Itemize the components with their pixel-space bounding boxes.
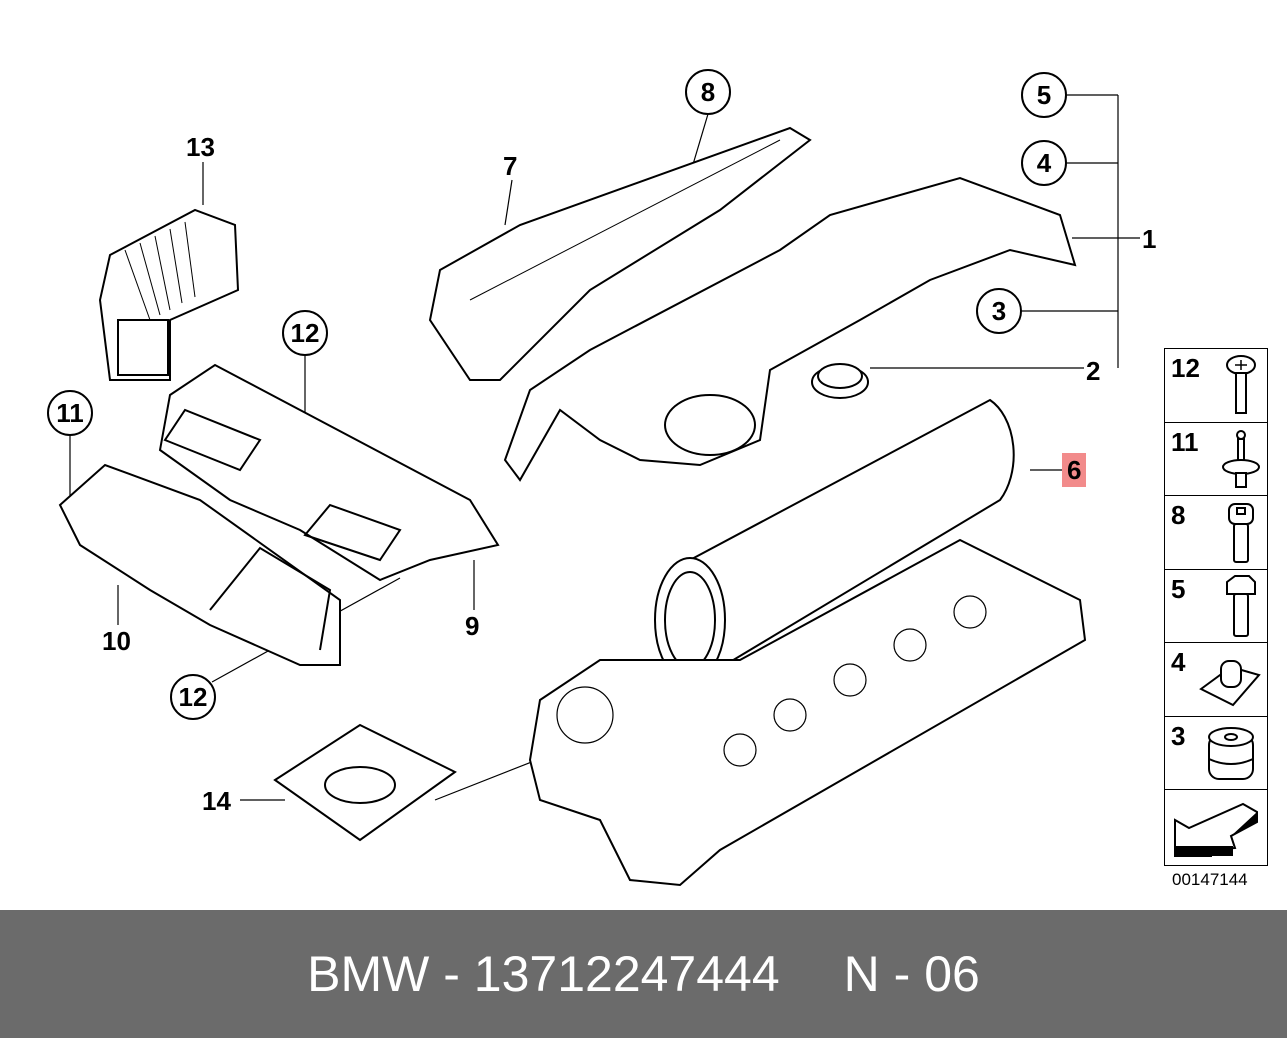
rivet-icon bbox=[1222, 429, 1260, 488]
footer-bar: BMW - 13712247444 N - 06 bbox=[0, 910, 1287, 1038]
position-code: N - 06 bbox=[843, 946, 980, 1002]
callout-12-bottom[interactable]: 12 bbox=[170, 674, 216, 720]
part-14-resonator-mount bbox=[273, 723, 457, 842]
label-6-highlighted[interactable]: 6 bbox=[1062, 453, 1087, 487]
rubber-mount-icon bbox=[1208, 726, 1254, 780]
label-2[interactable]: 2 bbox=[1086, 356, 1101, 386]
label-9[interactable]: 9 bbox=[465, 611, 480, 641]
hex-bolt-icon bbox=[1226, 574, 1256, 637]
label-13[interactable]: 13 bbox=[186, 132, 215, 162]
callout-12-top[interactable]: 12 bbox=[282, 310, 328, 356]
label-10[interactable]: 10 bbox=[102, 626, 131, 656]
part-7-cover bbox=[428, 126, 812, 381]
parts-illustration bbox=[58, 94, 1140, 887]
legend-item-4[interactable]: 4 bbox=[1165, 643, 1267, 717]
legend-item-11[interactable]: 11 bbox=[1165, 423, 1267, 496]
callout-11[interactable]: 11 bbox=[47, 390, 93, 436]
part-number: BMW - 13712247444 bbox=[307, 946, 780, 1002]
part-1-housing-upper bbox=[503, 176, 1077, 482]
phillips-screw-icon bbox=[1226, 355, 1256, 414]
part-2-seal-ring bbox=[811, 363, 869, 399]
label-7[interactable]: 7 bbox=[503, 151, 518, 181]
part-6-air-filter-element bbox=[654, 398, 1015, 683]
clip-nut-icon bbox=[1199, 660, 1261, 707]
label-1[interactable]: 1 bbox=[1142, 224, 1157, 254]
label-14[interactable]: 14 bbox=[202, 786, 231, 816]
parts-diagram: 8 5 4 3 12 11 12 13 7 1 2 6 9 10 14 12 1… bbox=[47, 69, 1268, 889]
callout-5[interactable]: 5 bbox=[1021, 72, 1067, 118]
legend-direction-arrow bbox=[1165, 790, 1267, 864]
part-10-air-guide bbox=[58, 463, 341, 666]
part-9-intake-duct bbox=[158, 363, 500, 582]
callout-3[interactable]: 3 bbox=[976, 288, 1022, 334]
legend-item-12[interactable]: 12 bbox=[1165, 349, 1267, 423]
legend-item-3[interactable]: 3 bbox=[1165, 717, 1267, 790]
document-number: 00147144 bbox=[1172, 870, 1248, 889]
fastener-legend: 12 11 8 5 4 3 bbox=[1164, 348, 1268, 866]
legend-item-5[interactable]: 5 bbox=[1165, 570, 1267, 643]
hex-socket-bolt-icon bbox=[1228, 503, 1254, 563]
legend-item-8[interactable]: 8 bbox=[1165, 496, 1267, 570]
direction-arrow-icon bbox=[1174, 802, 1258, 857]
callout-4[interactable]: 4 bbox=[1021, 140, 1067, 186]
callout-8[interactable]: 8 bbox=[685, 69, 731, 115]
part-13-bellows-duct bbox=[98, 208, 240, 381]
lower-housing bbox=[528, 538, 1087, 887]
